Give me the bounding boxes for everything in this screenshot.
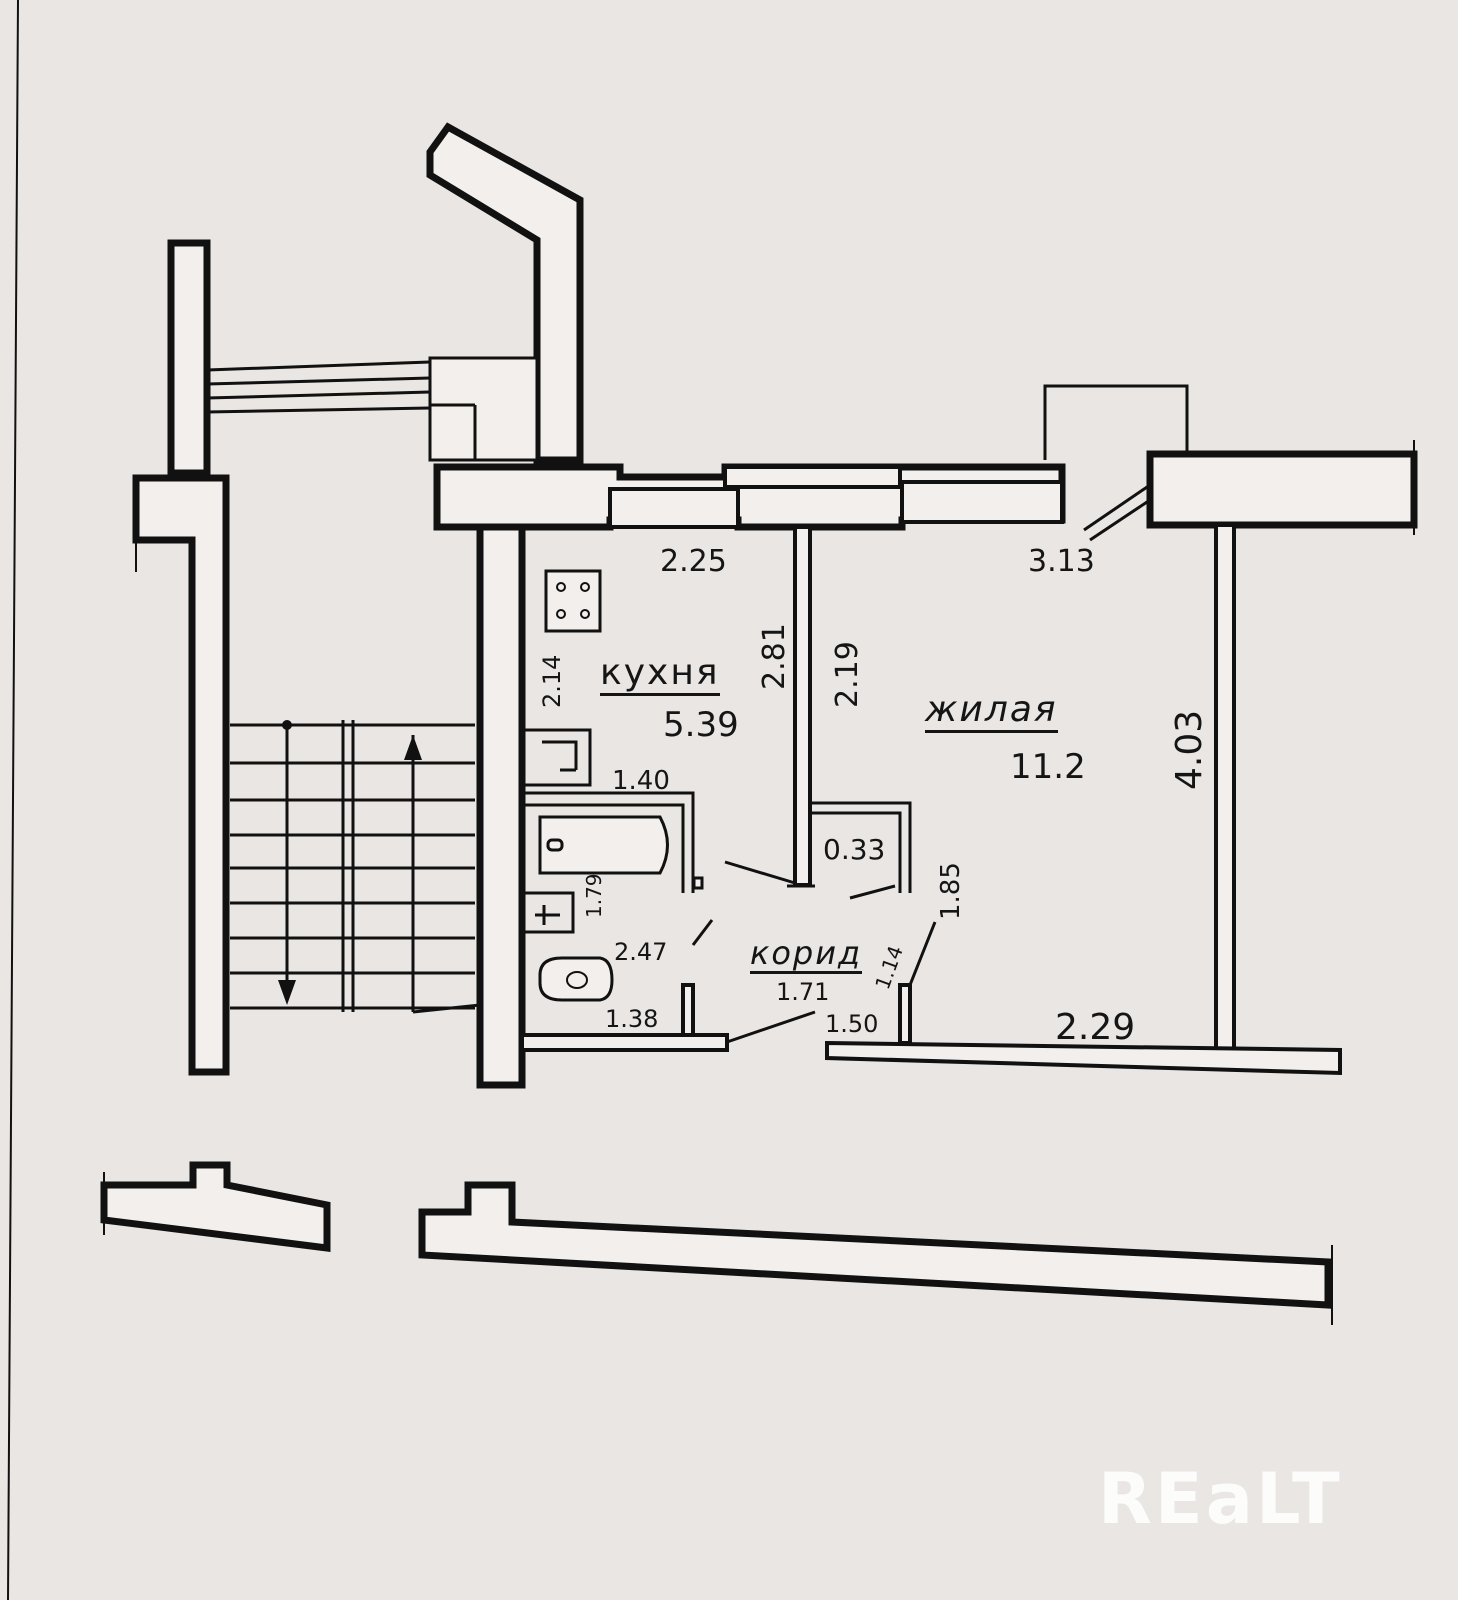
closet-wall [812,801,912,893]
kitchen-name: кухня [600,655,720,696]
dim-closet-area: 0.33 [823,833,886,866]
living-area: 11.2 [1010,747,1086,787]
dim-living-width-top: 3.13 [1028,544,1095,579]
kitchen-area: 5.39 [663,705,739,745]
window-top-mid [723,465,902,489]
bottom-outer-wall-left [100,1161,331,1252]
dim-kitchen-width: 2.25 [660,544,727,579]
dim-bath-width: 1.79 [582,873,606,918]
right-top-wall [1146,450,1418,529]
window-living [900,480,1064,524]
corridor-door-swings [691,860,937,986]
paper-edge [7,0,19,1600]
dim-corridor-length: 1.85 [936,862,966,920]
bottom-right-wall [825,1040,1342,1076]
landing-rails [206,356,539,462]
dim-kitchen-length: 2.81 [757,623,792,690]
chimney-wall [426,122,584,464]
dim-living-width-bottom: 2.29 [1055,1007,1136,1048]
corridor-area: 1.71 [776,978,830,1006]
kitchen-sink-icon [522,728,592,787]
dim-partition: 2.19 [830,641,865,708]
corridor-right-jamb [898,983,912,1045]
dim-bath-length: 1.40 [612,766,670,796]
dim-living-length: 4.03 [1169,709,1210,790]
living-name: жилая [925,692,1058,733]
washbasin-icon [538,956,614,1002]
door-swing-top2 [1089,498,1151,542]
left-upper-wall [167,239,211,477]
dim-corridor-depth: 2.47 [614,938,668,966]
left-stair-wall [132,474,230,1076]
bathtub-icon [538,815,704,890]
balcony-outline [1043,384,1189,460]
door-swing-top [1083,483,1151,532]
stair-partition-wall [476,523,526,1089]
bottom-outer-wall-right [418,1181,1332,1309]
bathroom-wall [522,791,695,893]
corridor-name: корид [750,934,863,974]
bottom-left-wall [520,1033,729,1052]
dim-kitchen-side: 2.14 [538,654,566,708]
toilet-icon [522,891,575,934]
window-kitchen [608,487,740,529]
realt-watermark: REaLT [1098,1458,1343,1540]
corridor-left-jamb [681,983,695,1037]
living-right-wall [1214,523,1236,1053]
kitchen-living-partition [793,525,812,887]
dim-entry-left: 1.38 [605,1005,659,1033]
staircase [230,720,481,1014]
dim-entry-right: 1.50 [825,1010,879,1038]
entry-door-swing [726,1010,816,1044]
stove-icon [544,569,602,633]
